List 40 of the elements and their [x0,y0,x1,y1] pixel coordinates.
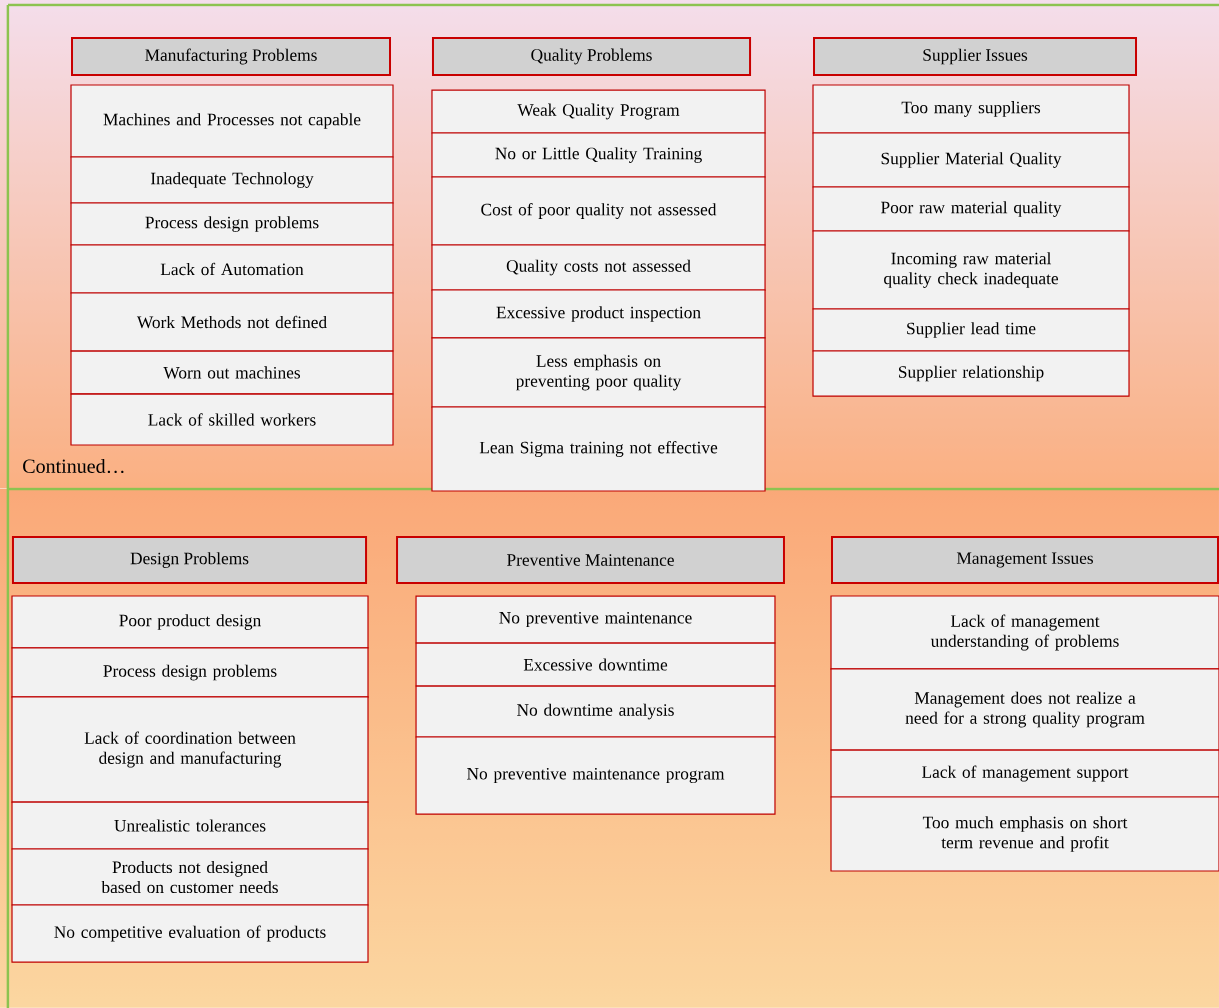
list-cell: Process design problems [70,202,394,246]
list-cell: Lack of management understanding of problems [830,595,1219,670]
list-cell: Cost of poor quality not assessed [431,176,766,246]
list-cell: Poor raw material quality [812,186,1130,232]
list-cell: Too much emphasis on short term revenue and profit [830,796,1219,872]
heading-box: Preventive Maintenance [396,536,785,584]
list-cell: Supplier Material Quality [812,132,1130,188]
list-cell: Quality costs not assessed [431,244,766,291]
list-cell: No or Little Quality Training [431,132,766,178]
list-cell: Lack of skilled workers [70,393,394,446]
list-cell: Less emphasis on preventing poor quality [431,337,766,408]
list-cell: Too many suppliers [812,84,1130,134]
list-cell: No competitive evaluation of products [11,904,369,963]
heading-box: Supplier Issues [813,36,1137,77]
note-text: Continued… [23,458,124,474]
heading-box: Design Problems [11,536,368,584]
list-cell: Supplier lead time [812,308,1130,352]
list-cell: Machines and Processes not capable [70,84,394,158]
list-cell: No preventive maintenance program [415,736,776,815]
list-cell: Process design problems [11,647,369,698]
list-cell: No downtime analysis [415,685,776,738]
heading-box: Manufacturing Problems [71,36,391,77]
list-cell: Supplier relationship [812,350,1130,397]
list-cell: Lack of Automation [70,244,394,294]
list-cell: Unrealistic tolerances [11,801,369,850]
list-cell: Inadequate Technology [70,156,394,204]
list-cell: Lack of management support [830,749,1219,798]
list-cell: Weak Quality Program [431,89,766,134]
list-cell: Products not designed based on customer needs [11,848,369,906]
heading-box: Management Issues [831,536,1219,584]
list-cell: Incoming raw material quality check inadequate [812,230,1130,310]
list-cell: Worn out machines [70,350,394,395]
list-cell: Management does not realize a need for a strong quality program [830,668,1219,751]
list-cell: Lean Sigma training not effective [431,406,766,492]
list-cell: Work Methods not defined [70,292,394,352]
heading-box: Quality Problems [432,36,752,77]
list-cell: Excessive product inspection [431,289,766,339]
list-cell: Poor product design [11,595,369,649]
list-cell: No preventive maintenance [415,595,776,644]
list-cell: Excessive downtime [415,642,776,687]
